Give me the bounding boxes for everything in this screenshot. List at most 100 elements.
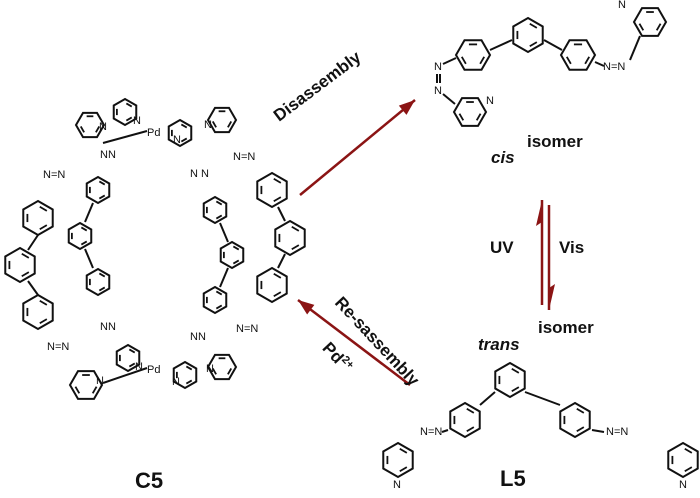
pyridine-ring <box>112 97 138 127</box>
pyridine-N: N <box>133 115 141 127</box>
double-bond <box>291 226 300 232</box>
bond <box>277 206 286 222</box>
pyridine-ring <box>172 360 198 390</box>
double-bond <box>39 206 48 212</box>
double-bond <box>576 408 585 414</box>
double-bond <box>273 178 282 184</box>
bond <box>219 267 229 288</box>
pyridine-N: N <box>679 479 687 491</box>
phenyl-ring <box>202 195 228 225</box>
pyridine-N: N <box>172 376 180 388</box>
double-bond <box>466 426 475 432</box>
double-bond <box>80 226 88 232</box>
pyridine-N: N <box>206 363 214 375</box>
double-bond <box>39 318 48 324</box>
cis-suffix: isomer <box>527 132 583 151</box>
disassembly-arrow-head <box>398 100 415 115</box>
double-bond <box>584 56 590 65</box>
phenyl-ring <box>85 175 111 205</box>
bond <box>27 280 39 296</box>
azo-N: N <box>434 61 442 73</box>
bond <box>629 35 641 61</box>
azo-group: NN <box>190 331 206 343</box>
double-bond <box>39 224 48 230</box>
double-bond <box>211 368 217 375</box>
double-bond <box>98 194 106 200</box>
bond <box>441 429 449 433</box>
cage-label: C5 <box>135 468 164 493</box>
double-bond <box>399 466 408 472</box>
ligand-label: L5 <box>500 466 526 491</box>
double-bond <box>475 113 482 121</box>
bond <box>277 253 286 269</box>
pyridine-N: N <box>96 375 104 387</box>
double-bond <box>232 259 240 265</box>
double-bond <box>458 113 465 121</box>
azo-group: N N <box>190 168 209 180</box>
bond <box>442 93 456 105</box>
pyridine-N: N <box>486 95 494 107</box>
double-bond <box>180 123 188 129</box>
pyridine-N: N <box>204 119 212 131</box>
bond <box>591 429 605 433</box>
double-bond <box>215 214 223 220</box>
phenyl-ring <box>454 39 492 71</box>
double-bond <box>91 386 98 394</box>
double-bond <box>232 245 240 251</box>
phenyl-ring <box>22 293 54 331</box>
bond <box>84 248 94 269</box>
bond <box>479 391 496 406</box>
double-bond <box>215 200 223 206</box>
double-bond <box>479 56 485 65</box>
double-bond <box>529 23 538 29</box>
pyridine-ring <box>382 441 414 479</box>
double-bond <box>511 368 520 374</box>
azo-group: N=N <box>606 426 628 438</box>
bond <box>489 39 513 51</box>
phenyl-ring <box>85 267 111 297</box>
pyridine-ring <box>68 370 104 400</box>
double-bond <box>98 272 106 278</box>
double-bond <box>74 386 81 394</box>
vis-arrow-head <box>549 284 555 310</box>
double-bond <box>180 137 188 143</box>
double-bond <box>80 240 88 246</box>
double-bond <box>215 290 223 296</box>
double-bond <box>125 116 133 122</box>
double-bond <box>128 362 136 368</box>
phenyl-ring <box>559 401 591 439</box>
phenyl-ring <box>256 266 288 304</box>
double-bond <box>684 448 693 454</box>
phenyl-ring <box>219 240 245 270</box>
double-bond <box>291 244 300 250</box>
double-bond <box>215 304 223 310</box>
double-bond <box>638 23 645 31</box>
coordination-bond <box>102 130 148 144</box>
double-bond <box>273 273 282 279</box>
uv-label: UV <box>490 238 514 257</box>
azo-group: N=N <box>420 426 442 438</box>
central-phenyl-ring <box>512 16 544 54</box>
azo-group: NN <box>100 149 116 161</box>
bond <box>543 39 563 51</box>
pyridine-ring <box>74 111 106 139</box>
phenyl-ring <box>202 285 228 315</box>
bond <box>442 57 457 65</box>
phenyl-ring <box>559 39 597 71</box>
trans-suffix: isomer <box>538 318 594 337</box>
bond <box>84 202 94 223</box>
double-bond <box>511 386 520 392</box>
double-bond <box>98 180 106 186</box>
vis-label: Vis <box>559 238 585 257</box>
uv-arrow-head <box>536 200 542 226</box>
azo-group: N=N <box>43 169 65 181</box>
pyridine-ring <box>206 106 238 134</box>
pyridine-N: N <box>618 0 626 11</box>
double-bond <box>227 121 233 128</box>
double-bond <box>79 126 85 133</box>
double-bond <box>211 121 217 128</box>
double-bond <box>399 448 408 454</box>
double-bond <box>185 365 193 371</box>
